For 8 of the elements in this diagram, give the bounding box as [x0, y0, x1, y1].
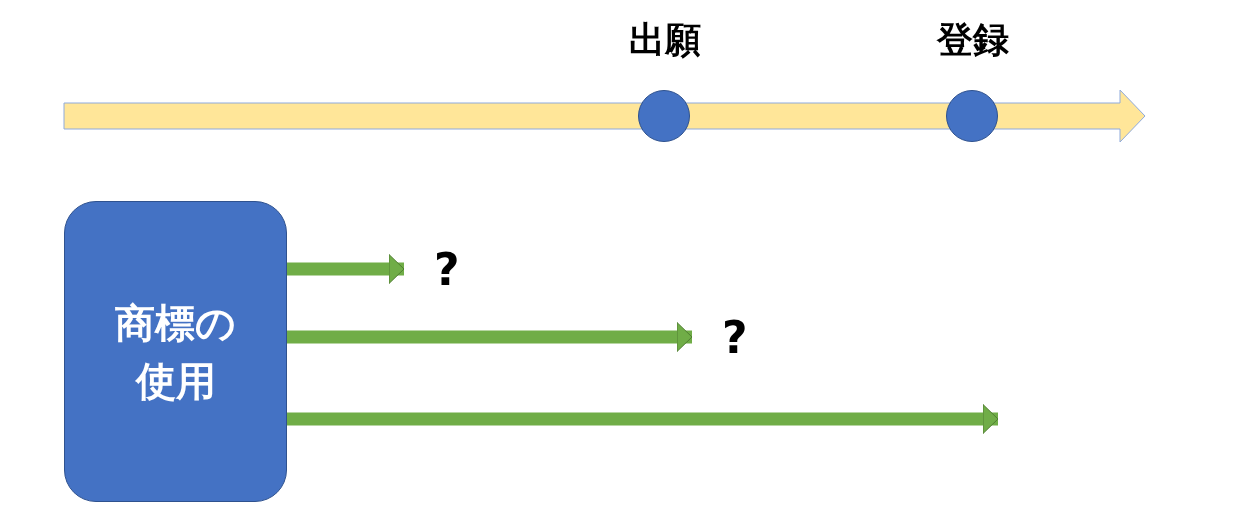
question-mark: ? — [404, 240, 484, 300]
question-mark: ? — [692, 308, 772, 368]
arrow — [287, 404, 999, 434]
arrow — [287, 322, 693, 352]
milestone-label: 登録 — [935, 18, 1010, 62]
arrow — [287, 254, 405, 284]
process-box: 商標の使用 — [64, 201, 287, 502]
milestone-label: 出願 — [628, 18, 702, 62]
